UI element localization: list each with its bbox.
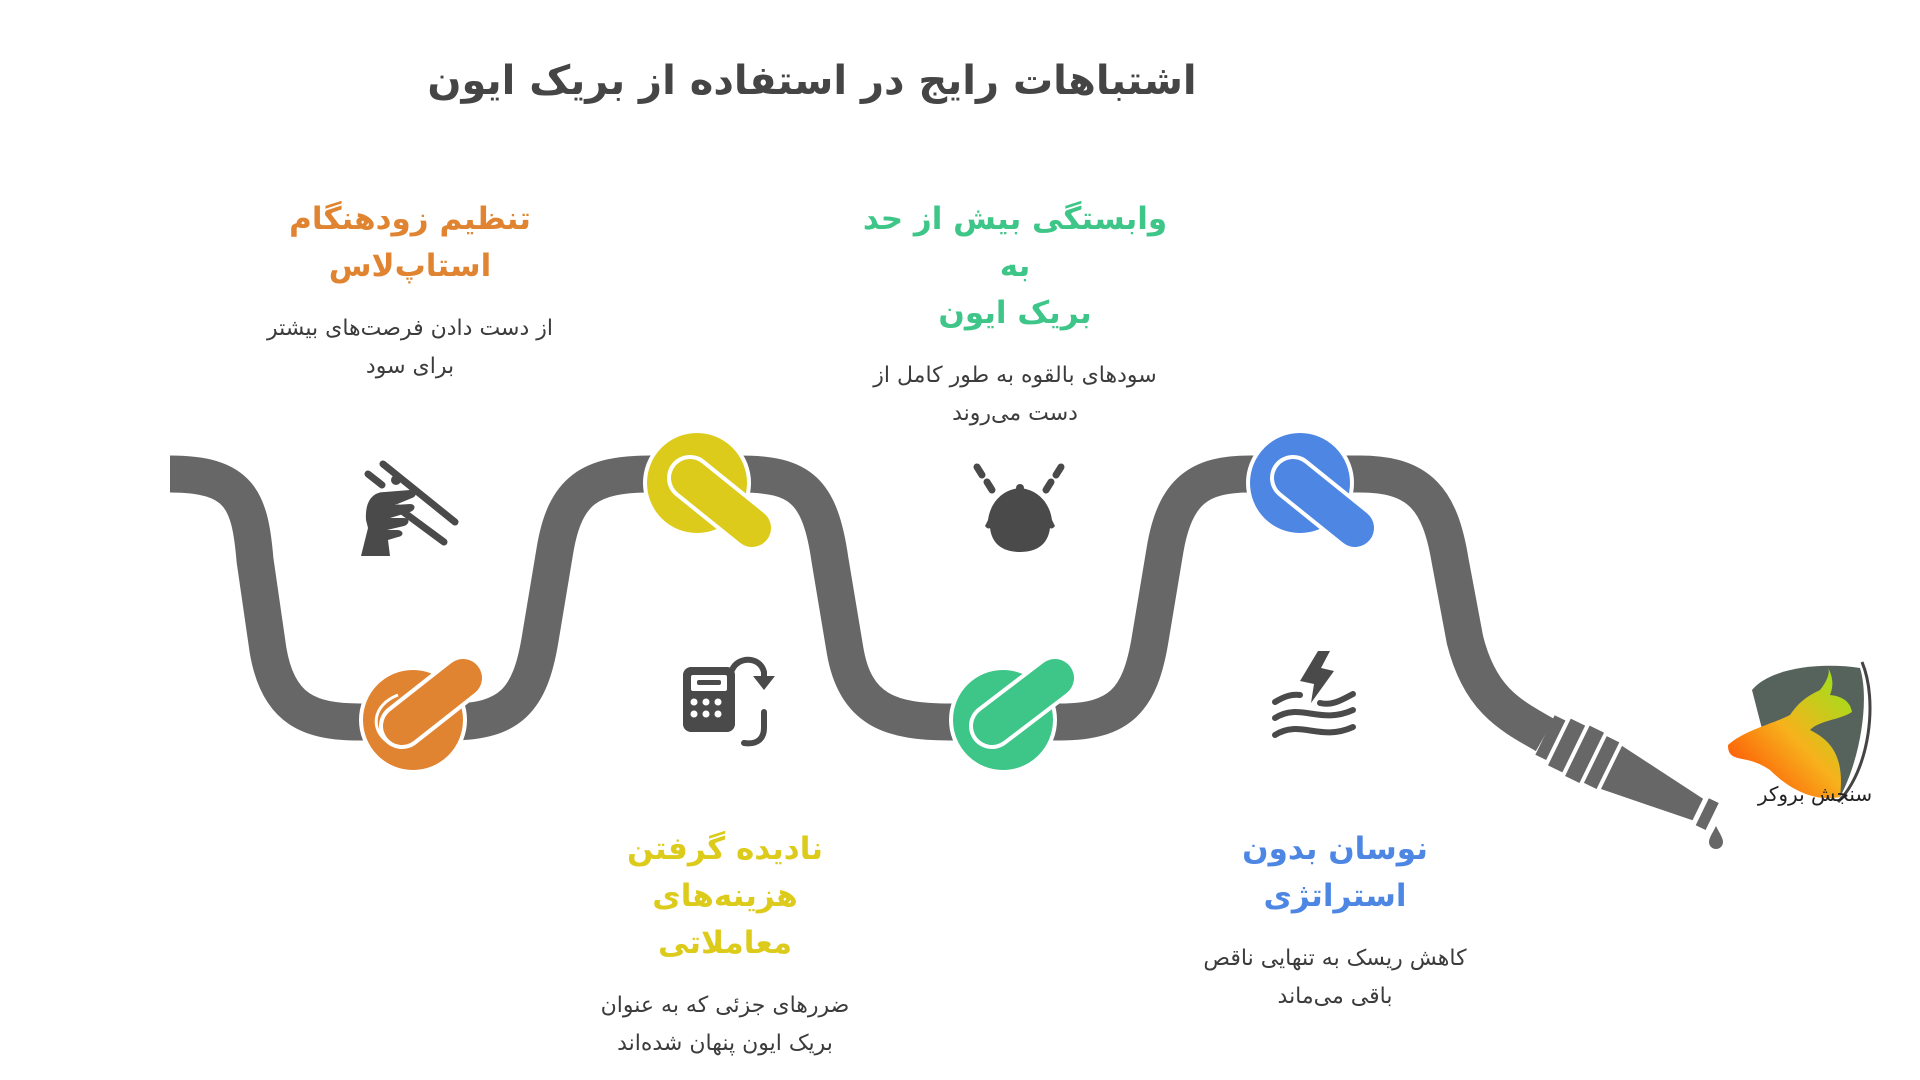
lightning-waves-icon — [1272, 651, 1356, 738]
step-premature-stoploss: تنظیم زودهنگام استاپ‌لاس از دست دادن فرص… — [250, 196, 570, 386]
logo-text: سنجش بروکر — [1757, 782, 1873, 806]
water-drop-icon — [1709, 826, 1723, 849]
step-description: از دست دادن فرصت‌های بیشتر برای سود — [266, 316, 554, 379]
knot-orange — [359, 655, 486, 774]
step-title: وابستگی بیش از حد به بریک ایون — [862, 201, 1168, 331]
nozzle — [1535, 715, 1719, 831]
step-title: نادیده گرفتن هزینه‌های معاملاتی — [627, 831, 823, 961]
step-description: ضررهای جزئی که به عنوان بریک ایون پنهان … — [600, 993, 850, 1056]
step-description: کاهش ریسک به تنهایی ناقص باقی می‌ماند — [1203, 946, 1467, 1009]
hand-cut-sticks-icon — [361, 460, 459, 556]
step-ignoring-costs: نادیده گرفتن هزینه‌های معاملاتی ضررهای ج… — [560, 826, 890, 1063]
knot-green — [949, 655, 1078, 774]
knot-blue — [1246, 429, 1378, 551]
step-volatility-no-strategy: نوسان بدون استراتژی کاهش ریسک به تنهایی … — [1170, 826, 1500, 1016]
step-description: سودهای بالقوه به طور کامل از دست می‌روند — [873, 363, 1157, 426]
knot-yellow — [643, 429, 775, 551]
page-title: اشتباهات رایج در استفاده از بریک ایون — [427, 58, 1197, 104]
calculator-cycle-icon — [683, 656, 775, 747]
rope — [169, 455, 1555, 752]
worried-head-icon — [973, 463, 1065, 552]
step-title: تنظیم زودهنگام استاپ‌لاس — [289, 201, 531, 284]
bull-bear-shield-logo — [1728, 661, 1872, 804]
step-over-reliance: وابستگی بیش از حد به بریک ایون سودهای با… — [845, 196, 1185, 433]
step-title: نوسان بدون استراتژی — [1242, 831, 1428, 914]
